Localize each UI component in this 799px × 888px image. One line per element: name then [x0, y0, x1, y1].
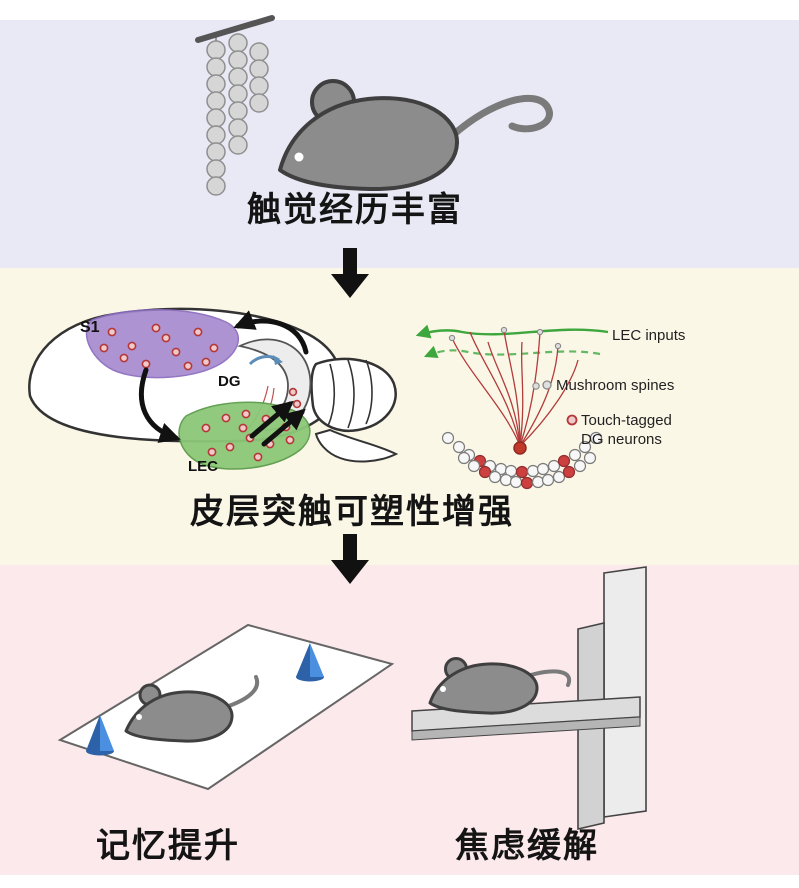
caption-anxiety-relief: 焦虑缓解	[455, 827, 599, 865]
mushroom-spine-icon	[542, 380, 552, 390]
touch-tagged-icon	[566, 414, 578, 426]
mouse-open-field	[124, 675, 260, 743]
dg-neurons-label: DG neurons	[581, 431, 662, 448]
granule-cell-band	[441, 431, 603, 490]
dg-label: DG	[218, 373, 241, 390]
lec-inputs-label: LEC inputs	[612, 327, 685, 344]
brain-diagram: S1 DG LEC	[28, 307, 399, 475]
bead-string-toy	[195, 15, 275, 196]
s1-label: S1	[80, 319, 100, 336]
enrichment-illustration	[195, 15, 553, 196]
neuron-soma	[513, 441, 527, 455]
s1-region	[85, 309, 240, 379]
lec-label: LEC	[188, 458, 218, 475]
circuit-arrows	[139, 310, 309, 447]
mouse-tail	[448, 94, 553, 140]
mouse-eye	[294, 152, 304, 162]
caption-memory-improvement: 记忆提升	[96, 827, 240, 865]
neuron-diagram: LEC inputs Mushroom spines Touch-tagged …	[415, 324, 685, 490]
mouse-body	[278, 96, 460, 192]
behavior-illustration	[57, 566, 647, 831]
maze-wall-far	[603, 566, 647, 818]
elevated-maze	[411, 566, 647, 831]
down-arrow-top	[331, 248, 369, 298]
brainstem-outline	[314, 428, 399, 463]
brain-circuit-illustration: S1 DG LEC	[28, 307, 685, 490]
touch-tagged-label: Touch-tagged	[581, 412, 672, 429]
maze-arm-edge	[411, 716, 641, 741]
mouse-maze	[428, 657, 572, 715]
cone-blue-right	[296, 643, 324, 682]
spine-heads	[448, 326, 562, 390]
caption-synaptic-plasticity: 皮层突触可塑性增强	[190, 493, 514, 531]
mushroom-spines-label: Mushroom spines	[556, 377, 674, 394]
mouse-enriched	[278, 79, 553, 192]
lec-input-lines	[415, 324, 609, 359]
caption-tactile-enrichment: 触觉经历丰富	[247, 191, 463, 229]
cone-blue-left	[86, 715, 114, 756]
open-field-arena	[57, 623, 395, 791]
down-arrow-middle	[331, 534, 369, 584]
